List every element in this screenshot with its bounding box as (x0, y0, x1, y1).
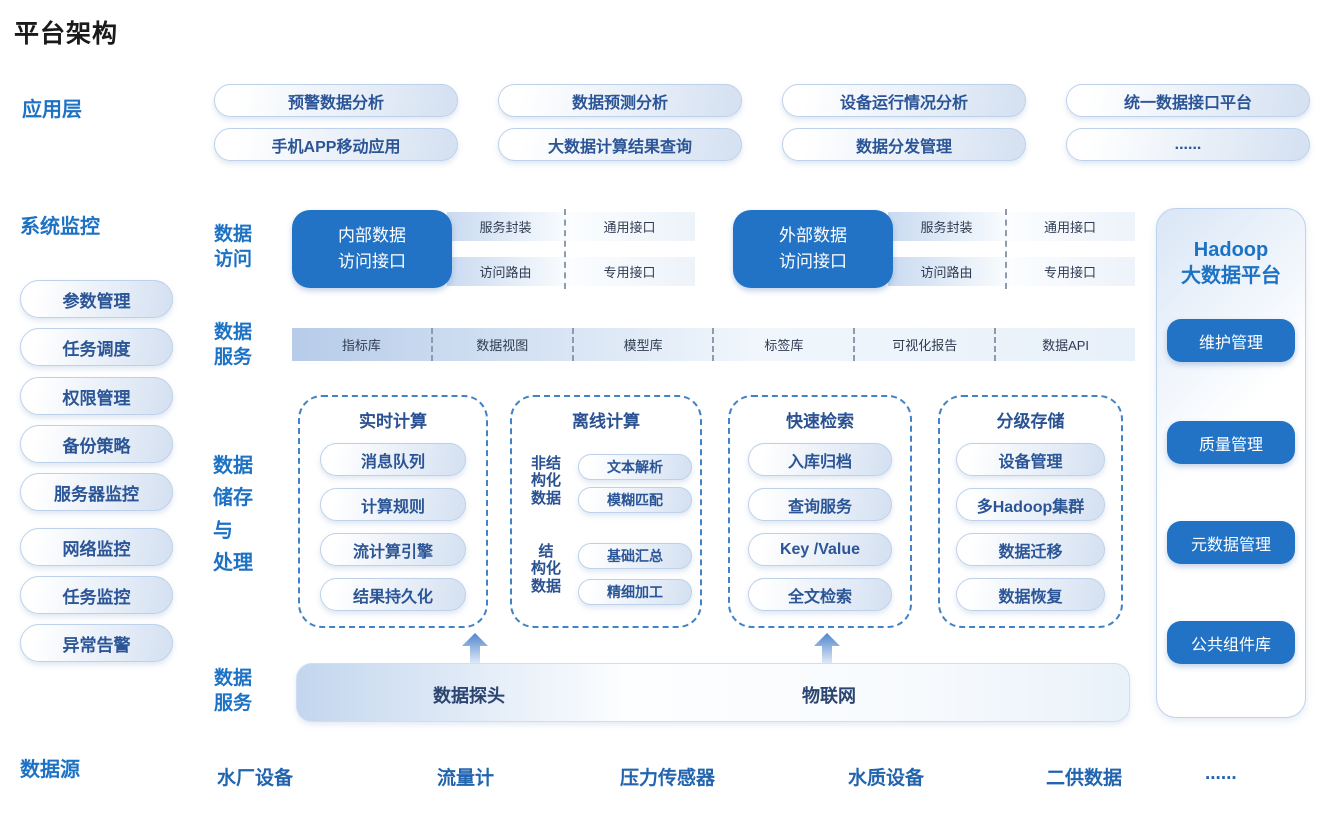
storage-pill-archive: 入库归档 (748, 443, 892, 476)
hadoop-button-quality: 质量管理 (1167, 421, 1295, 464)
monitor-pill-task-monitor: 任务监控 (20, 576, 173, 614)
page-title: 平台架构 (14, 20, 119, 48)
hadoop-title: Hadoop 大数据平台 (1181, 239, 1281, 287)
data-service-label: 数据 服务 (214, 322, 253, 369)
access-cell-special-interface: 专用接口 (603, 265, 656, 280)
storage-pill-data-migration: 数据迁移 (956, 533, 1105, 566)
access-cell-generic-interface: 通用接口 (1043, 220, 1096, 235)
service-cell-model-db: 模型库 (571, 328, 713, 361)
access-cell-generic-interface: 通用接口 (603, 220, 656, 235)
storage-box-realtime: 实时计算 消息队列 计算规则 流计算引擎 结果持久化 (298, 395, 488, 628)
storage-box-tiered: 分级存储 设备管理 多Hadoop集群 数据迁移 数据恢复 (938, 395, 1123, 628)
storage-pill-result-persist: 结果持久化 (320, 578, 466, 611)
storage-pill-fulltext-search: 全文检索 (748, 578, 892, 611)
monitor-pill-network: 网络监控 (20, 528, 173, 566)
up-arrow-icon (462, 633, 488, 663)
storage-label: 数据 储存 与 处理 (213, 455, 253, 575)
access-cell-service-wrap: 服务封装 (920, 220, 973, 235)
monitor-pill-task-schedule: 任务调度 (20, 328, 173, 366)
storage-pill-multi-hadoop: 多Hadoop集群 (956, 488, 1105, 521)
ingest-item-iot: 物联网 (802, 686, 856, 706)
access-cell-access-route: 访问路由 (920, 265, 973, 280)
storage-box-title: 分级存储 (996, 412, 1065, 431)
data-source-item-secondary-supply: 二供数据 (1046, 768, 1123, 789)
monitor-pill-parameter: 参数管理 (20, 280, 173, 318)
access-row: 访问路由 专用接口 (888, 257, 1135, 286)
structured-data-label: 结 构化 数据 (530, 543, 561, 595)
storage-pill-compute-rule: 计算规则 (320, 488, 466, 521)
storage-pill-key-value: Key /Value (748, 533, 892, 566)
hadoop-button-metadata: 元数据管理 (1167, 521, 1295, 564)
hadoop-button-maintenance: 维护管理 (1167, 319, 1295, 362)
access-row: 访问路由 专用接口 (447, 257, 695, 286)
system-monitor-label: 系统监控 (20, 216, 100, 238)
app-pill-prediction-analysis: 数据预测分析 (498, 84, 742, 117)
storage-pill-fine-processing: 精细加工 (578, 579, 692, 605)
access-row: 服务封装 通用接口 (888, 212, 1135, 241)
access-cell-access-route: 访问路由 (479, 265, 532, 280)
app-pill-more: ...... (1066, 128, 1310, 161)
storage-box-title: 实时计算 (359, 412, 427, 431)
service-cell-data-view: 数据视图 (430, 328, 572, 361)
service-cell-data-api: 数据API (994, 328, 1135, 361)
data-source-item-more: ...... (1205, 763, 1237, 784)
monitor-pill-permission: 权限管理 (20, 377, 173, 415)
monitor-pill-alarm: 异常告警 (20, 624, 173, 662)
storage-box-offline: 离线计算 非结 构化 数据 文本解析 模糊匹配 结 构化 数据 基础汇总 精细加… (510, 395, 702, 628)
storage-pill-text-parse: 文本解析 (578, 454, 692, 480)
service-cell-tag-db: 标签库 (712, 328, 853, 361)
data-source-label: 数据源 (20, 759, 80, 781)
storage-pill-stream-engine: 流计算引擎 (320, 533, 466, 566)
app-pill-device-analysis: 设备运行情况分析 (782, 84, 1026, 117)
app-pill-bigdata-query: 大数据计算结果查询 (498, 128, 742, 161)
ingest-label: 数据 服务 (214, 668, 253, 715)
internal-access-box: 内部数据 访问接口 (292, 210, 452, 288)
hadoop-panel: Hadoop 大数据平台 维护管理 质量管理 元数据管理 公共组件库 (1156, 208, 1306, 718)
monitor-pill-server: 服务器监控 (20, 473, 173, 511)
data-source-item-waterworks: 水厂设备 (217, 768, 294, 789)
external-access-box: 外部数据 访问接口 (733, 210, 893, 288)
data-source-item-water-quality: 水质设备 (848, 768, 925, 789)
access-divider (564, 209, 566, 289)
service-cell-indicator-db: 指标库 (341, 338, 381, 353)
storage-pill-message-queue: 消息队列 (320, 443, 466, 476)
service-bar: 指标库 数据视图 模型库 标签库 可视化报告 数据API (292, 328, 1135, 361)
app-pill-data-distribution: 数据分发管理 (782, 128, 1026, 161)
access-cell-service-wrap: 服务封装 (479, 220, 532, 235)
data-source-item-pressure-sensor: 压力传感器 (620, 768, 716, 789)
storage-pill-data-recovery: 数据恢复 (956, 578, 1105, 611)
app-layer-label: 应用层 (22, 99, 82, 121)
monitor-pill-backup: 备份策略 (20, 425, 173, 463)
access-row: 服务封装 通用接口 (447, 212, 695, 241)
data-source-item-flowmeter: 流量计 (437, 768, 495, 789)
app-pill-unified-interface: 统一数据接口平台 (1066, 84, 1310, 117)
storage-pill-basic-summary: 基础汇总 (578, 543, 692, 569)
ingest-bar: 数据探头 物联网 (296, 663, 1130, 722)
up-arrow-icon (814, 633, 840, 663)
app-pill-warning-analysis: 预警数据分析 (214, 84, 458, 117)
unstructured-data-label: 非结 构化 数据 (530, 455, 561, 507)
service-cell-visual-report: 可视化报告 (853, 328, 994, 361)
access-cell-special-interface: 专用接口 (1043, 265, 1096, 280)
hadoop-button-common-components: 公共组件库 (1167, 621, 1295, 664)
storage-pill-query-service: 查询服务 (748, 488, 892, 521)
data-access-label: 数据 访问 (214, 224, 253, 271)
app-pill-mobile-app: 手机APP移动应用 (214, 128, 458, 161)
storage-pill-device-mgmt: 设备管理 (956, 443, 1105, 476)
ingest-item-data-probe: 数据探头 (433, 686, 505, 706)
storage-box-title: 快速检索 (786, 412, 854, 431)
storage-box-retrieval: 快速检索 入库归档 查询服务 Key /Value 全文检索 (728, 395, 912, 628)
storage-pill-fuzzy-match: 模糊匹配 (578, 487, 692, 513)
storage-box-title: 离线计算 (572, 412, 640, 431)
access-divider (1005, 209, 1007, 289)
